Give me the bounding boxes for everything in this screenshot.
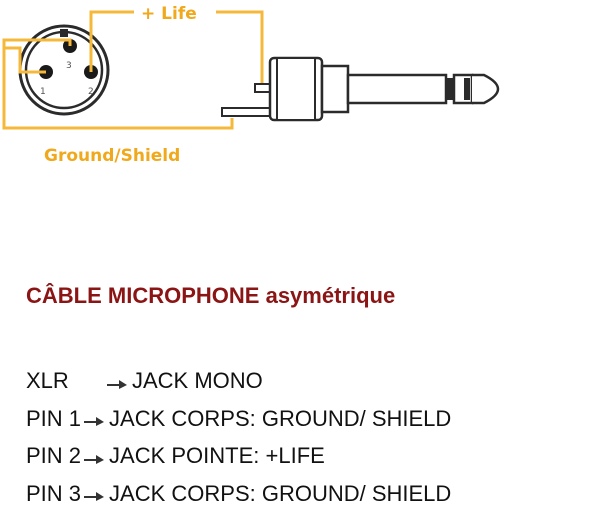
- mapping-from: XLR: [26, 368, 69, 393]
- mapping-from: PIN 2: [26, 443, 82, 468]
- mapping-to: JACK CORPS: GROUND/ SHIELD: [109, 480, 452, 506]
- xlr-connector: 1 2 3: [18, 24, 110, 116]
- pin-2-label: 2: [88, 87, 94, 97]
- mapping-row-pin-1: PIN 1 JACK CORPS: GROUND/ SHIELD: [26, 400, 596, 438]
- right-arrow-icon: [84, 492, 105, 502]
- right-arrow-icon: [107, 379, 127, 389]
- title-main: CÂBLE MICROPHONE: [26, 283, 260, 308]
- mapping-to: JACK POINTE: +LIFE: [109, 443, 325, 468]
- title-suffix: asymétrique: [265, 283, 396, 308]
- mapping-to: JACK CORPS: GROUND/ SHIELD: [109, 405, 452, 431]
- live-wire: [89, 10, 134, 72]
- wiring: [2, 10, 264, 130]
- pin-1-label: 1: [40, 87, 46, 97]
- mapping-from: PIN 3: [26, 480, 82, 506]
- pin-mapping-list: XLR JACK MONO PIN 1 JACK CORPS: GROUND/ …: [26, 362, 596, 512]
- right-arrow-icon: [84, 454, 105, 464]
- xlr-to-jack-diagram: 1 2 3 + Life Ground/Shield: [2, 4, 500, 166]
- mapping-from: PIN 1: [26, 405, 82, 431]
- right-arrow-icon: [84, 417, 105, 427]
- live-label: + Life: [141, 4, 197, 24]
- live-wire-end: [216, 10, 264, 86]
- pin-3-label: 3: [66, 61, 72, 71]
- mapping-row-pin-2: PIN 2 JACK POINTE: +LIFE: [26, 437, 596, 475]
- mapping-row-pin-3: PIN 3 JACK CORPS: GROUND/ SHIELD: [26, 475, 596, 513]
- mapping-to: JACK MONO: [132, 368, 263, 393]
- ground-wire-pin3: [2, 38, 72, 48]
- mapping-row-xlr: XLR JACK MONO: [26, 362, 596, 400]
- cable-title: CÂBLE MICROPHONE asymétrique: [26, 283, 395, 309]
- jack-plug: [221, 56, 500, 122]
- ground-label: Ground/Shield: [44, 146, 180, 166]
